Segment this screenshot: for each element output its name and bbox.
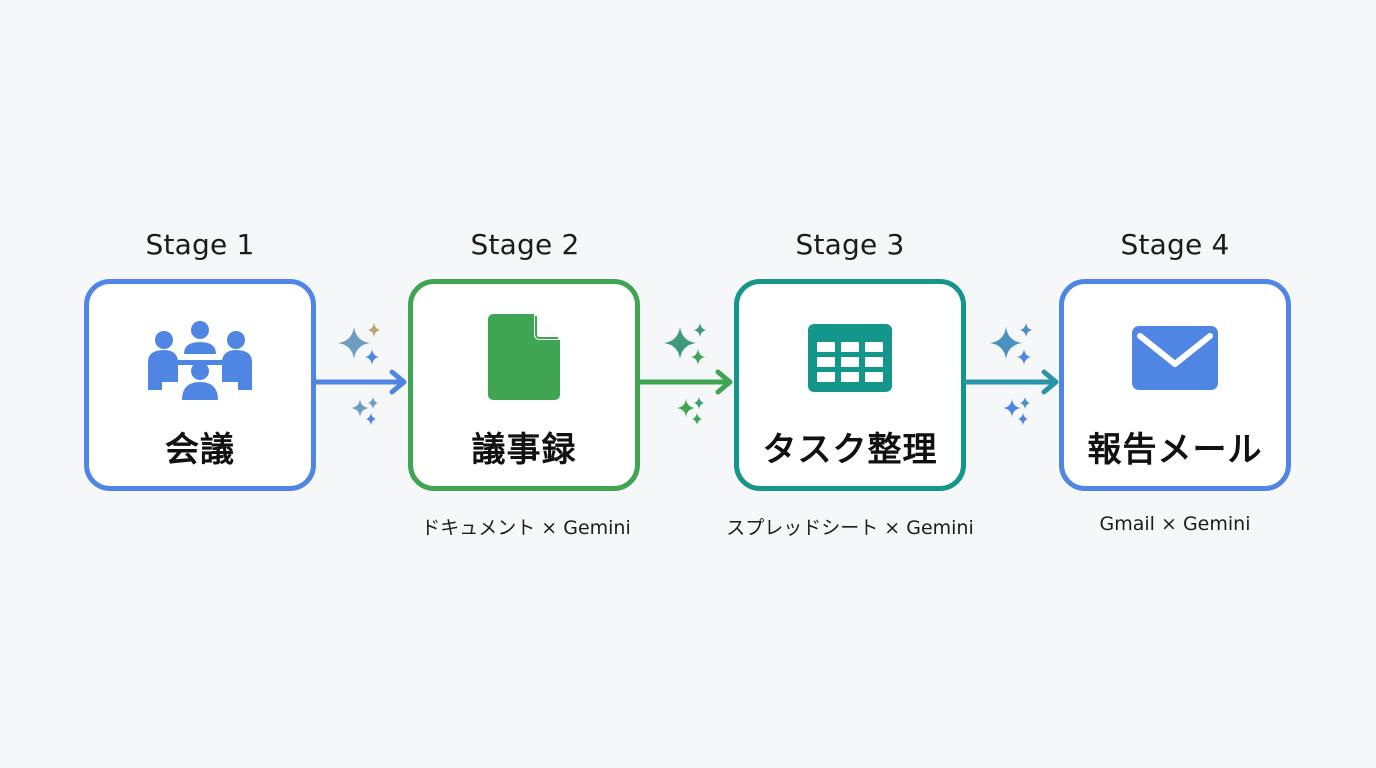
stage-1-card: 会議 (84, 279, 316, 491)
stage-2-title: 議事録 (471, 430, 577, 470)
stage-2-label: Stage 2 (470, 228, 580, 261)
stage-3-label: Stage 3 (795, 228, 905, 261)
stage-2-card: 議事録 (408, 279, 640, 491)
stage-4-caption: Gmail × Gemini (1099, 513, 1251, 535)
stage-3-title: タスク整理 (762, 430, 938, 470)
connector-1-arrow (314, 323, 407, 425)
connector-2-arrow (638, 323, 733, 425)
meeting-people-icon (148, 321, 252, 400)
stage-2-caption: ドキュメント × Gemini (421, 517, 631, 539)
document-icon (488, 314, 560, 400)
stage-1-label: Stage 1 (145, 228, 255, 261)
stage-4-title: 報告メール (1087, 430, 1263, 470)
stage-4-card: 報告メール (1059, 279, 1291, 491)
mail-icon (1132, 326, 1218, 390)
spreadsheet-icon (808, 324, 892, 392)
stage-3-caption: スプレッドシート × Gemini (726, 517, 974, 539)
stage-4-label: Stage 4 (1120, 228, 1230, 261)
sparkle-icon (338, 323, 380, 425)
stage-1-title: 会議 (165, 430, 235, 470)
connector-3-arrow (964, 323, 1059, 425)
sparkle-icon (990, 323, 1032, 425)
sparkle-icon (664, 323, 706, 425)
stage-3-card: タスク整理 (734, 279, 966, 491)
